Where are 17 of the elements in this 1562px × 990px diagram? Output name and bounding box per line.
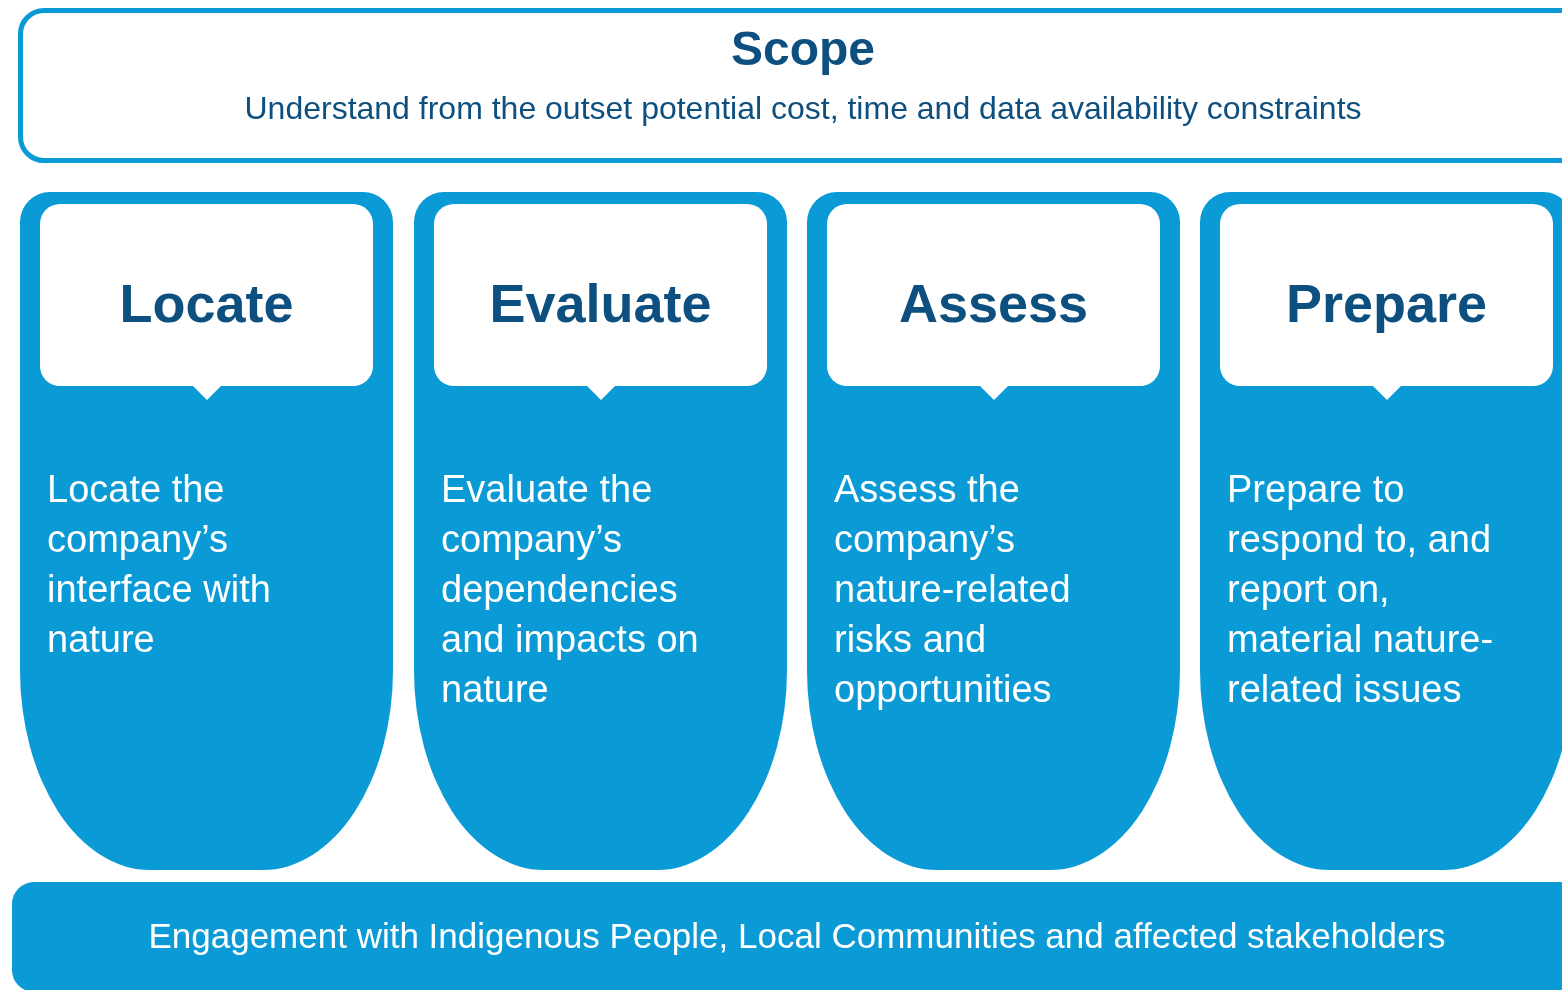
scope-box: [18, 8, 1562, 163]
heading-text: Scope: [730, 21, 875, 76]
stage-column: [807, 192, 1180, 870]
description-text: Prepare to respond to, and report on, material nature-related issues: [1227, 467, 1495, 712]
heading-text: Evaluate: [489, 272, 712, 334]
heading-text: Locate: [119, 272, 294, 334]
heading-text: Assess: [898, 272, 1089, 334]
description-text: Assess the company’s nature-related risks and opportunities: [834, 467, 1072, 712]
description-text: Understand from the outset potential cost, time and data availability constraints: [244, 90, 1362, 127]
heading-text: Prepare: [1285, 272, 1488, 334]
description-text: Engagement with Indigenous People, Local Communities and affected stakeholders: [148, 916, 1446, 956]
stage-column: [1200, 192, 1562, 870]
description-text: Evaluate the company’s dependencies and impacts on nature: [441, 467, 700, 712]
engagement-band: [12, 882, 1562, 990]
stage-column: [414, 192, 787, 870]
description-text: Locate the company’s interface with nature: [47, 467, 272, 662]
stage-column: [20, 192, 393, 870]
